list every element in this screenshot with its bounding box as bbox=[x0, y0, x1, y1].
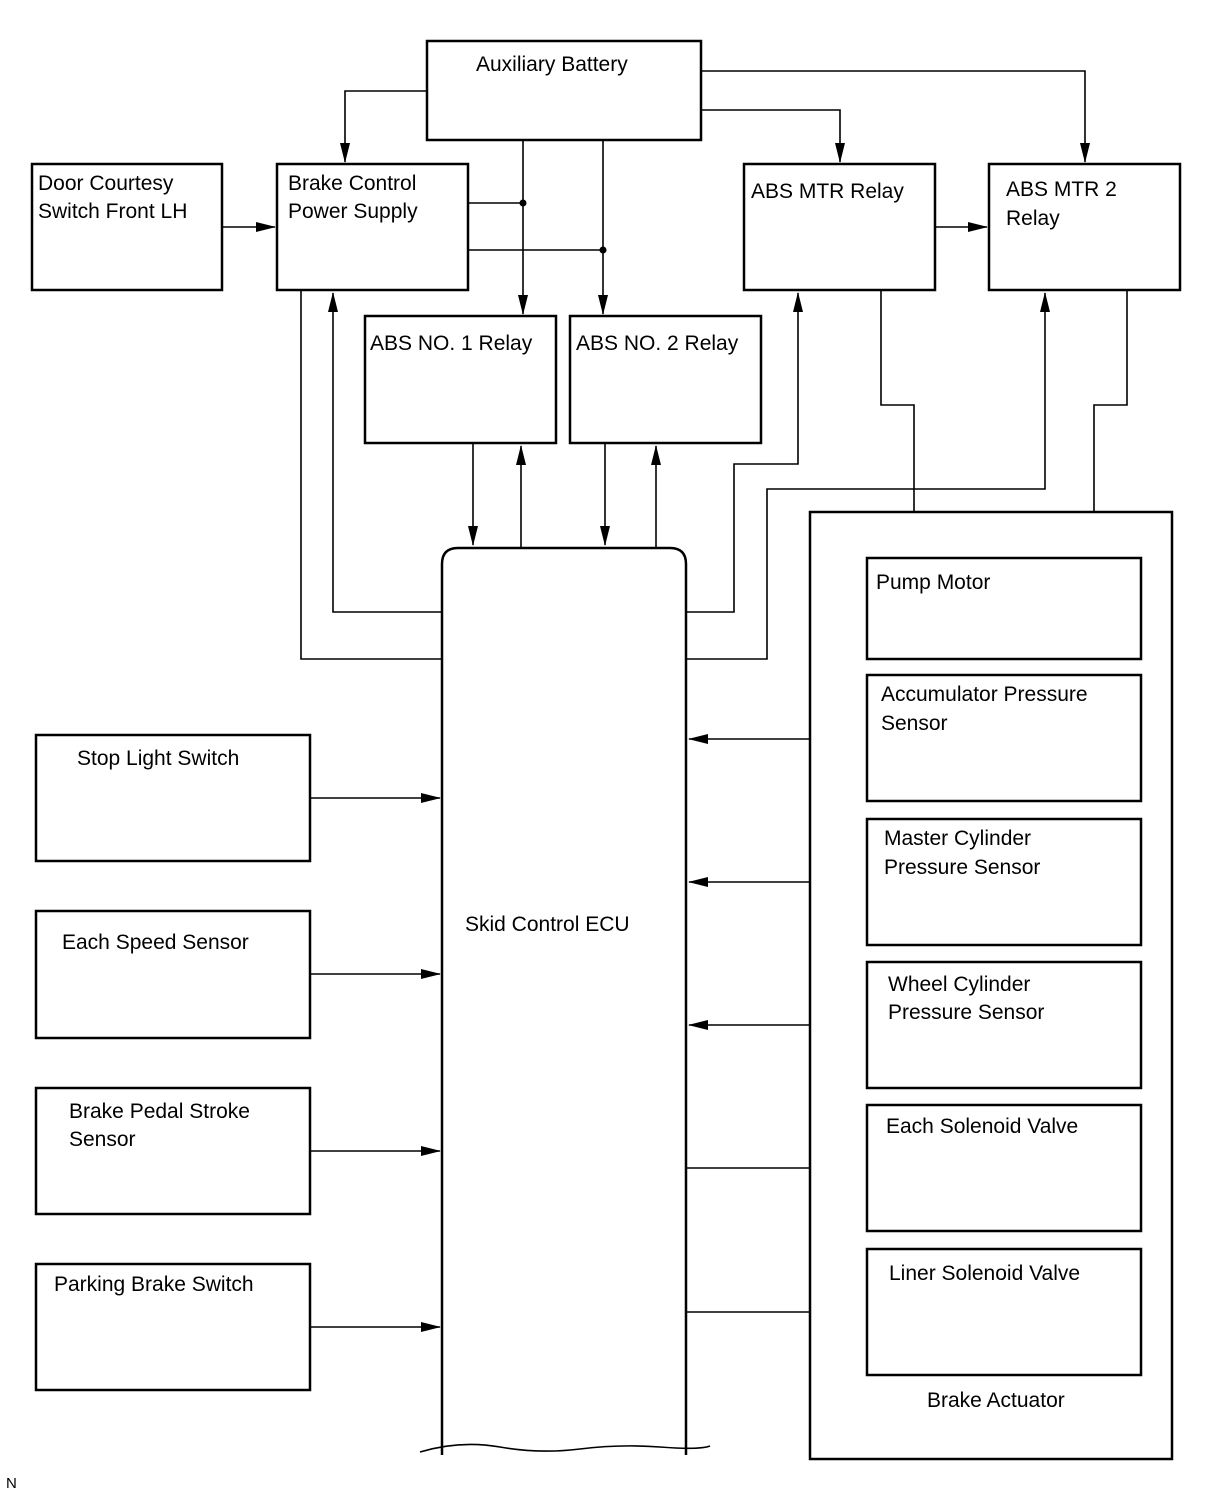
skid-control-ecu-label: Skid Control ECU bbox=[465, 913, 630, 936]
wire-abs-mtr2-to-pump bbox=[1089, 291, 1128, 557]
skid-control-ecu-box: Skid Control ECU bbox=[419, 546, 711, 1455]
junction-dot bbox=[519, 199, 527, 207]
wheel-cylinder-label-line1: Wheel Cylinder bbox=[888, 973, 1030, 996]
wire-power-supply-to-ecu bbox=[300, 291, 442, 660]
door-courtesy-switch-label-line2: Switch Front LH bbox=[38, 200, 187, 223]
wire-ecu-to-abs-mtr2 bbox=[686, 292, 1050, 660]
each-solenoid-valve-box: Each Solenoid Valve bbox=[865, 1103, 1143, 1233]
brake-pedal-stroke-sensor-label-line1: Brake Pedal Stroke bbox=[69, 1100, 250, 1123]
auxiliary-battery-label: Auxiliary Battery bbox=[476, 53, 628, 76]
auxiliary-battery-box: Auxiliary Battery bbox=[425, 39, 703, 142]
parking-brake-switch-box: Parking Brake Switch bbox=[34, 1262, 312, 1392]
brake-pedal-stroke-sensor-label-line2: Sensor bbox=[69, 1128, 136, 1151]
liner-solenoid-valve-box: Liner Solenoid Valve bbox=[865, 1247, 1143, 1377]
pump-motor-box: Pump Motor bbox=[865, 556, 1143, 661]
liner-solenoid-valve-label: Liner Solenoid Valve bbox=[889, 1262, 1080, 1285]
wire-battery-to-abs-mtr2 bbox=[701, 70, 1090, 163]
door-courtesy-switch-label-line1: Door Courtesy bbox=[38, 172, 174, 195]
ecu-break-line bbox=[419, 1443, 711, 1453]
master-cylinder-pressure-sensor-box: Master Cylinder Pressure Sensor bbox=[865, 817, 1143, 947]
each-speed-sensor-box: Each Speed Sensor bbox=[34, 909, 312, 1040]
brake-actuator-label: Brake Actuator bbox=[927, 1389, 1065, 1412]
accumulator-pressure-sensor-label-line1: Accumulator Pressure bbox=[881, 683, 1088, 706]
power-supply-label-line2: Power Supply bbox=[288, 200, 418, 223]
wheel-cylinder-label-line2: Pressure Sensor bbox=[888, 1001, 1044, 1024]
stop-light-switch-box: Stop Light Switch bbox=[34, 733, 312, 863]
brake-control-power-supply-box: Brake Control Power Supply bbox=[275, 162, 470, 292]
wiring bbox=[222, 70, 1128, 1332]
master-cylinder-label-line2: Pressure Sensor bbox=[884, 856, 1040, 879]
pump-motor-label: Pump Motor bbox=[876, 571, 990, 594]
abs-no1-relay-box: ABS NO. 1 Relay bbox=[363, 314, 558, 445]
junction-dot bbox=[599, 246, 607, 254]
power-supply-label-line1: Brake Control bbox=[288, 172, 416, 195]
abs-mtr-relay-box: ABS MTR Relay bbox=[742, 162, 937, 292]
master-cylinder-label-line1: Master Cylinder bbox=[884, 827, 1031, 850]
wire-abs-mtr-to-pump bbox=[880, 291, 919, 557]
abs-no2-relay-label: ABS NO. 2 Relay bbox=[576, 332, 739, 355]
accumulator-pressure-sensor-label-line2: Sensor bbox=[881, 712, 948, 735]
figure-code: N bbox=[6, 1475, 17, 1492]
door-courtesy-switch-box: Door Courtesy Switch Front LH bbox=[30, 162, 224, 292]
wire-ecu-to-abs-mtr bbox=[686, 292, 803, 613]
wire-battery-to-abs-mtr bbox=[701, 109, 845, 163]
abs-no2-relay-box: ABS NO. 2 Relay bbox=[568, 314, 763, 445]
abs-mtr-2-relay-box: ABS MTR 2 Relay bbox=[987, 162, 1182, 292]
abs-mtr-2-relay-label-line1: ABS MTR 2 bbox=[1006, 178, 1117, 201]
abs-mtr-2-relay-label-line2: Relay bbox=[1006, 207, 1060, 230]
wire-battery-to-power-supply bbox=[340, 90, 427, 163]
accumulator-pressure-sensor-box: Accumulator Pressure Sensor bbox=[865, 673, 1143, 803]
wire-ecu-to-power-supply bbox=[328, 292, 442, 613]
wheel-cylinder-pressure-sensor-box: Wheel Cylinder Pressure Sensor bbox=[865, 960, 1143, 1090]
parking-brake-switch-label: Parking Brake Switch bbox=[54, 1273, 254, 1296]
stop-light-switch-label: Stop Light Switch bbox=[77, 747, 239, 770]
abs-mtr-relay-label: ABS MTR Relay bbox=[751, 180, 904, 203]
each-solenoid-valve-label: Each Solenoid Valve bbox=[886, 1115, 1078, 1138]
brake-pedal-stroke-sensor-box: Brake Pedal Stroke Sensor bbox=[34, 1086, 312, 1216]
each-speed-sensor-label: Each Speed Sensor bbox=[62, 931, 249, 954]
abs-no1-relay-label: ABS NO. 1 Relay bbox=[370, 332, 533, 355]
